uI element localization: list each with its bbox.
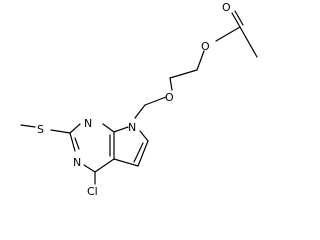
bond-carbonyl-double-b [234, 10, 244, 26]
bond-methyl-carbonyl [239, 26, 258, 58]
bond-c2-s [50, 129, 71, 134]
molecule-structure: O O O S N N N Cl [20, 1, 258, 198]
atom-n-7: N [128, 121, 136, 134]
bond-c6-c5 [137, 140, 149, 167]
atom-s-methylthio: S [37, 123, 44, 136]
acetyl-group [215, 10, 258, 58]
bond-ch2-ch2 [169, 69, 198, 79]
atom-chlorine: Cl [87, 185, 98, 198]
bond-n1-c2 [69, 123, 81, 134]
bond-s-methyl [20, 124, 36, 128]
bond-ether-ch2 [144, 96, 167, 106]
bond-c6-c5-inner [133, 142, 144, 163]
atom-o-ether: O [165, 91, 174, 104]
bond-ch2-ether [169, 77, 173, 91]
bond-carbonyl-ester [215, 26, 241, 42]
pyrrole-ring [113, 126, 149, 167]
bond-n3-c4 [83, 164, 96, 173]
bond-c7a-n1 [102, 123, 115, 133]
bond-carbonyl-double-a [231, 12, 241, 28]
structure-canvas: O O O S N N N Cl [20, 1, 258, 198]
bond-c2-n3 [69, 132, 76, 152]
atom-o-ester: O [201, 40, 210, 53]
bond-n7-c6 [139, 130, 149, 142]
bond-c7a-n7 [113, 126, 129, 133]
bond-ch2-n7 [134, 104, 146, 119]
atom-o-carbonyl: O [222, 1, 231, 14]
bond-c5-c4a [113, 158, 139, 167]
bond-ester-ch2 [196, 50, 205, 71]
substituents [20, 124, 96, 185]
bond-c2-n3-inner [74, 137, 80, 150]
atom-n-1: N [84, 117, 92, 130]
ethylene-linker [134, 50, 205, 119]
pyrimidine-ring [69, 123, 115, 173]
bond-c4-c4a [94, 158, 115, 173]
atom-n-3: N [73, 156, 81, 169]
